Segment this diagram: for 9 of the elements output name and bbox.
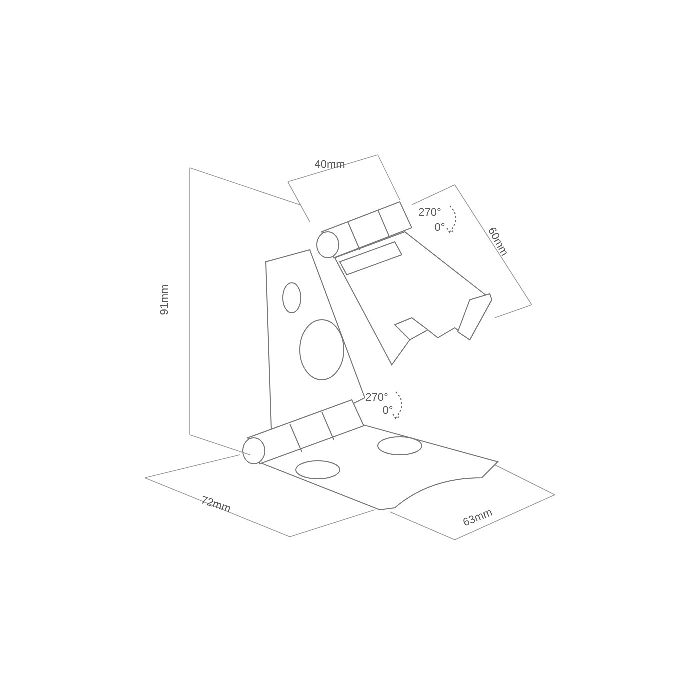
dimension-label: 0° <box>434 222 446 234</box>
dimension-label: 0° <box>382 405 394 417</box>
dimension-label: 91mm <box>159 284 171 316</box>
dimension-label: 63mm <box>462 506 494 530</box>
dimension-label: 60mm <box>486 226 510 258</box>
dimension-label: 270° <box>418 207 442 219</box>
dimension-label: 270° <box>366 392 388 404</box>
dimension-label: 72mm <box>200 494 232 516</box>
dimension-label: 40mm <box>314 159 346 171</box>
